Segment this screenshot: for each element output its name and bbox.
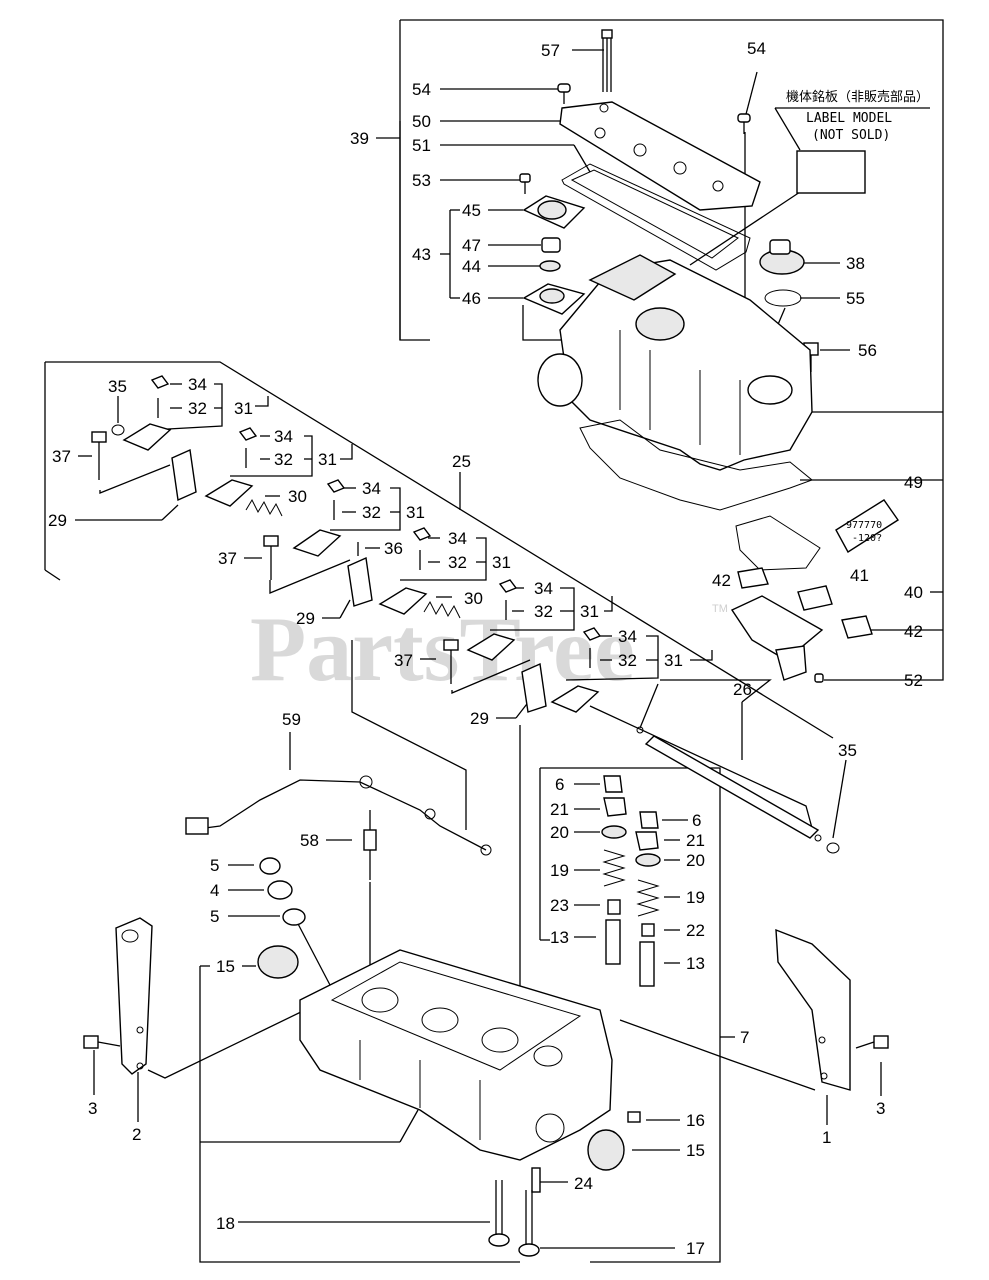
callout-31-a: 31 <box>234 399 253 418</box>
callout-37-c: 37 <box>394 651 413 670</box>
leader-lines <box>44 19 944 1263</box>
callout-4: 4 <box>210 881 219 900</box>
callout-15-b: 15 <box>686 1141 705 1160</box>
callout-30-a: 30 <box>288 487 307 506</box>
callout-22: 22 <box>686 921 705 940</box>
callout-54-left: 54 <box>412 80 431 99</box>
callout-7: 7 <box>740 1028 749 1047</box>
callout-5-a: 5 <box>210 856 219 875</box>
label-model-jp: 機体銘板（非販売部品） <box>786 89 929 105</box>
callout-31-b: 31 <box>318 450 337 469</box>
callout-42-a: 42 <box>712 571 731 590</box>
callout-18: 18 <box>216 1214 235 1233</box>
callout-32-a: 32 <box>188 399 207 418</box>
callout-58: 58 <box>300 831 319 850</box>
callout-21-a: 21 <box>550 800 569 819</box>
callout-5-b: 5 <box>210 907 219 926</box>
callout-56: 56 <box>858 341 877 360</box>
callout-29-a: 29 <box>48 511 67 530</box>
callout-37-a: 37 <box>52 447 71 466</box>
callout-26: 26 <box>733 680 752 699</box>
callout-15-a: 15 <box>216 957 235 976</box>
callout-57: 57 <box>541 41 560 60</box>
callout-13-a: 13 <box>550 928 569 947</box>
callout-31-f: 31 <box>664 651 683 670</box>
callout-43: 43 <box>412 245 431 264</box>
callout-32-e: 32 <box>534 602 553 621</box>
callout-35-lower: 35 <box>838 741 857 760</box>
label-model-note: 機体銘板（非販売部品） LABEL MODEL (NOT SOLD) <box>786 89 929 143</box>
label-model-line1: LABEL MODEL <box>806 111 892 126</box>
callout-16: 16 <box>686 1111 705 1130</box>
callout-53: 53 <box>412 171 431 190</box>
callout-19-b: 19 <box>686 888 705 907</box>
callout-42-b: 42 <box>904 622 923 641</box>
callout-47: 47 <box>462 236 481 255</box>
callout-50: 50 <box>412 112 431 131</box>
watermark: PartsTree <box>250 598 635 700</box>
callout-52: 52 <box>904 671 923 690</box>
callout-24: 24 <box>574 1174 593 1193</box>
callout-31-e: 31 <box>580 602 599 621</box>
label-model-line2: (NOT SOLD) <box>812 128 890 143</box>
parts-drawings: 977770 -120? <box>83 29 899 1257</box>
callout-45: 45 <box>462 201 481 220</box>
callout-32-f: 32 <box>618 651 637 670</box>
callout-31-d: 31 <box>492 553 511 572</box>
callout-38: 38 <box>846 254 865 273</box>
callout-46: 46 <box>462 289 481 308</box>
callout-32-b: 32 <box>274 450 293 469</box>
callout-25: 25 <box>452 452 471 471</box>
callout-34-d: 34 <box>448 529 467 548</box>
callout-32-c: 32 <box>362 503 381 522</box>
callout-29-b: 29 <box>296 609 315 628</box>
callout-32-d: 32 <box>448 553 467 572</box>
callout-34-c: 34 <box>362 479 381 498</box>
callout-21-b: 21 <box>686 831 705 850</box>
callout-6-a: 6 <box>555 775 564 794</box>
callout-30-b: 30 <box>464 589 483 608</box>
callout-55: 55 <box>846 289 865 308</box>
callout-51: 51 <box>412 136 431 155</box>
callout-19-a: 19 <box>550 861 569 880</box>
callout-54-right: 54 <box>747 39 766 58</box>
tube-text-2: -120? <box>852 533 882 544</box>
callout-17: 17 <box>686 1239 705 1258</box>
callout-20-b: 20 <box>686 851 705 870</box>
callout-23: 23 <box>550 896 569 915</box>
callout-20-a: 20 <box>550 823 569 842</box>
callout-59: 59 <box>282 710 301 729</box>
callout-3-a: 3 <box>88 1099 97 1118</box>
callout-13-b: 13 <box>686 954 705 973</box>
callout-44: 44 <box>462 257 481 276</box>
callout-29-c: 29 <box>470 709 489 728</box>
callout-37-b: 37 <box>218 549 237 568</box>
tube-text-1: 977770 <box>846 520 882 531</box>
callout-34-a: 34 <box>188 375 207 394</box>
callout-41: 41 <box>850 566 869 585</box>
callout-31-c: 31 <box>406 503 425 522</box>
callout-2: 2 <box>132 1125 141 1144</box>
callout-36: 36 <box>384 539 403 558</box>
callout-49: 49 <box>904 473 923 492</box>
callout-labels: 57 54 54 50 39 51 53 45 47 43 44 46 38 5… <box>48 39 923 1258</box>
callout-3-b: 3 <box>876 1099 885 1118</box>
callout-34-e: 34 <box>534 579 553 598</box>
watermark-tm: TM <box>712 603 728 615</box>
callout-39: 39 <box>350 129 369 148</box>
callout-34-f: 34 <box>618 627 637 646</box>
callout-6-b: 6 <box>692 811 701 830</box>
callout-1: 1 <box>822 1128 831 1147</box>
callout-35-top: 35 <box>108 377 127 396</box>
callout-40: 40 <box>904 583 923 602</box>
callout-34-b: 34 <box>274 427 293 446</box>
